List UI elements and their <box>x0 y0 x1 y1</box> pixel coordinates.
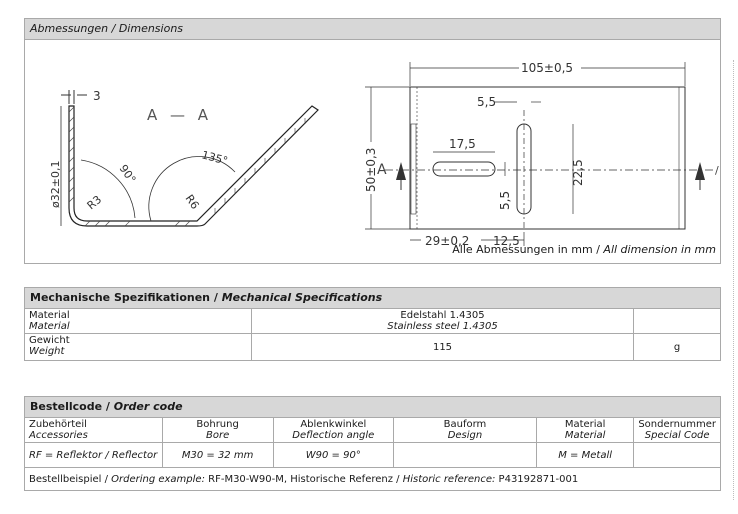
col-de: Bohrung <box>196 419 239 430</box>
ordering-example: Bestellbeispiel / Ordering example: RF-M… <box>25 467 720 490</box>
order-table: Zubehörteil Accessories Bohrung Bore Abl… <box>25 418 720 490</box>
example-code: RF-M30-W90-M, Historische Referenz / <box>204 473 403 485</box>
col-en: Deflection angle <box>292 430 375 441</box>
col-en: Material <box>564 430 606 441</box>
col-de: Zubehörteil <box>29 419 87 430</box>
order-value-material: M = Metall <box>535 442 635 468</box>
dimensions-panel: Abmessungen / Dimensions <box>24 18 721 264</box>
front-view: 105±0,5 50±0,3 A / 5,5 17,5 22,5 5,5 <box>363 60 719 248</box>
order-col-accessories: Zubehörteil Accessories <box>25 418 163 443</box>
order-code-panel: Bestellcode / Order code Zubehörteil Acc… <box>24 396 721 491</box>
order-value-bore: M30 = 32 mm <box>161 442 274 468</box>
bracket-outline <box>68 105 319 227</box>
hatching <box>68 106 306 227</box>
order-value-design <box>393 442 537 468</box>
spec-unit-cell: g <box>633 333 720 360</box>
order-col-material: Material Material <box>535 418 635 443</box>
spec-label-en: Weight <box>29 346 65 357</box>
table-row: Gewicht Weight 115 g <box>25 333 720 360</box>
spec-unit-cell <box>633 309 720 334</box>
dimensions-header: Abmessungen / Dimensions <box>25 19 720 40</box>
col-en: Accessories <box>29 430 88 441</box>
section-label: A — A <box>147 106 212 124</box>
col-de: Bauform <box>443 419 487 430</box>
height-label: 50±0,3 <box>364 148 378 192</box>
spec-label-cell: Gewicht Weight <box>25 333 252 360</box>
footnote-en: All dimension in mm <box>603 243 716 256</box>
radius-2-label: R6 <box>183 192 202 211</box>
svg-text:/: / <box>715 164 719 177</box>
mechanical-header: Mechanische Spezifikationen / Mechanical… <box>25 288 720 309</box>
profile-view: 3 ø32±0,1 90° 135° R3 R6 A — A <box>49 89 319 227</box>
angle-arc-1 <box>80 159 136 219</box>
order-header: Bestellcode / Order code <box>25 397 720 418</box>
example-label-en: Ordering example: <box>111 473 205 485</box>
technical-drawing: 3 ø32±0,1 90° 135° R3 R6 A — A <box>49 60 719 248</box>
spec-value-de: Edelstahl 1.4305 <box>400 310 485 321</box>
order-value-special <box>633 442 720 468</box>
spec-label-de: Gewicht <box>29 335 70 346</box>
table-row: Zubehörteil Accessories Bohrung Bore Abl… <box>25 418 720 443</box>
spec-label-cell: Material Material <box>25 309 252 334</box>
spec-value-cell: 115 <box>251 333 634 360</box>
base-offset-label: 29±0,2 <box>425 234 469 248</box>
table-row: Bestellbeispiel / Ordering example: RF-M… <box>25 467 720 490</box>
footnote-de: Alle Abmessungen in mm <box>452 243 593 256</box>
table-row: Material Material Edelstahl 1.4305 Stain… <box>25 309 720 334</box>
slot-offset-label: 17,5 <box>449 137 476 151</box>
diameter-label: ø32±0,1 <box>49 161 62 208</box>
width-label: 105±0,5 <box>521 61 573 75</box>
mechanical-header-en: Mechanical Specifications <box>221 291 383 304</box>
col-de: Sondernummer <box>638 419 716 430</box>
order-col-design: Bauform Design <box>393 418 537 443</box>
slot-width-label: 5,5 <box>477 95 496 109</box>
col-en: Special Code <box>644 430 710 441</box>
order-header-en: Order code <box>113 400 183 413</box>
order-header-de: Bestellcode <box>30 400 103 413</box>
plate-outline <box>409 86 686 230</box>
table-row: RF = Reflektor / Reflector M30 = 32 mm W… <box>25 442 720 468</box>
slot-pitch-label: 12,5 <box>493 234 520 248</box>
order-col-bore: Bohrung Bore <box>161 418 274 443</box>
example-label-de: Bestellbeispiel / <box>29 473 112 485</box>
dimensions-footnote: Alle Abmessungen in mm / All dimension i… <box>452 243 716 256</box>
spec-label-de: Material <box>29 310 70 321</box>
vertical-slot <box>516 123 532 215</box>
mechanical-header-de: Mechanische Spezifikationen <box>30 291 211 304</box>
thickness-label: 3 <box>93 89 101 103</box>
order-col-special: Sondernummer Special Code <box>633 418 720 443</box>
spec-value-cell: Edelstahl 1.4305 Stainless steel 1.4305 <box>251 309 634 334</box>
dimensions-header-de: Abmessungen <box>30 22 109 35</box>
order-value-deflection: W90 = 90° <box>272 442 395 468</box>
spec-value-en: Stainless steel 1.4305 <box>387 321 498 332</box>
angle-arc-2 <box>148 156 236 222</box>
historic-label-en: Historic reference: <box>402 473 496 485</box>
horizontal-slot <box>432 161 496 177</box>
slot-height-label: 22,5 <box>571 159 585 186</box>
order-col-deflection: Ablenkwinkel Deflection angle <box>272 418 395 443</box>
col-en: Bore <box>205 430 230 441</box>
radius-1-label: R3 <box>85 193 105 212</box>
section-marker-left: A <box>377 162 387 178</box>
mechanical-table: Material Material Edelstahl 1.4305 Stain… <box>25 309 720 360</box>
dimensions-header-en: Dimensions <box>118 22 184 35</box>
spec-label-en: Material <box>29 321 70 332</box>
order-value-accessories: RF = Reflektor / Reflector <box>25 442 163 468</box>
side-margin-line <box>733 60 737 500</box>
col-en: Design <box>447 430 483 441</box>
angle-2-label: 135° <box>200 148 229 167</box>
col-de: Material <box>564 419 606 430</box>
historic-code: P43192871-001 <box>495 473 579 485</box>
mechanical-specs-panel: Mechanische Spezifikationen / Mechanical… <box>24 287 721 361</box>
col-de: Ablenkwinkel <box>300 419 367 430</box>
slot-small-label: 5,5 <box>498 191 512 210</box>
